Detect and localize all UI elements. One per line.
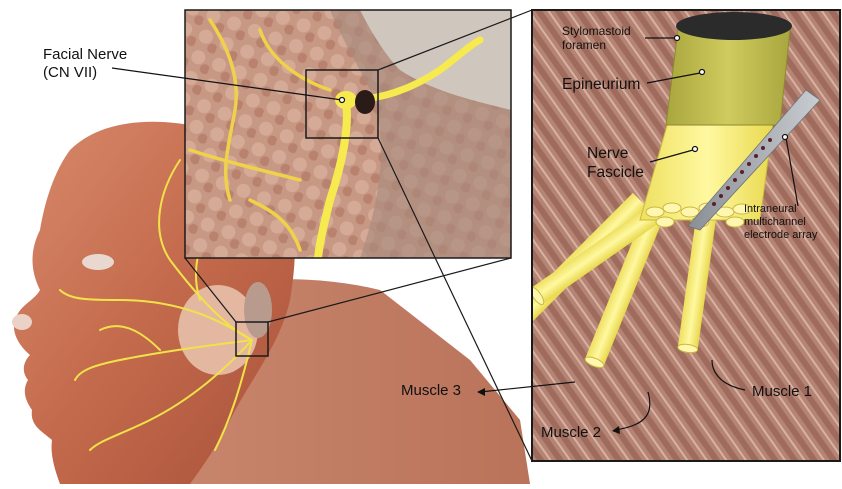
dot-epineurium <box>700 70 705 75</box>
facial-nerve-label-line2: (CN VII) <box>43 64 127 82</box>
inset-zoom-panel <box>185 10 511 258</box>
stylomastoid-label-line1: Stylomastoid <box>562 24 631 38</box>
facial-nerve-label-line1: Facial Nerve <box>43 46 127 64</box>
muscle3-label-text: Muscle 3 <box>401 382 461 399</box>
muscle1-label-text: Muscle 1 <box>752 383 812 400</box>
nerve-fascicle-label: Nerve Fascicle <box>587 144 644 182</box>
electrode-label-line2: multichannel <box>744 216 817 229</box>
nose-tip <box>12 314 32 330</box>
muscle1-label: Muscle 1 <box>752 383 812 401</box>
foramen-cap <box>676 12 792 40</box>
muscle2-label-text: Muscle 2 <box>541 424 601 441</box>
stylomastoid-label: Stylomastoid foramen <box>562 24 631 52</box>
dot-fascicle <box>693 147 698 152</box>
epineurium-label: Epineurium <box>562 75 640 94</box>
dot-facial-nerve <box>340 98 345 103</box>
facial-nerve-label: Facial Nerve (CN VII) <box>43 46 127 82</box>
stylomastoid-opening <box>355 90 375 114</box>
electrode-array-label: Intraneural multichannel electrode array <box>744 203 817 242</box>
stylomastoid-label-line2: foramen <box>562 38 631 52</box>
muscle2-label: Muscle 2 <box>541 424 601 442</box>
electrode-label-line3: electrode array <box>744 229 817 242</box>
dot-electrode <box>783 135 788 140</box>
epineurium-shape <box>666 30 790 125</box>
nerve-fascicle-label-line1: Nerve <box>587 144 644 163</box>
muscle3-label: Muscle 3 <box>401 382 461 400</box>
electrode-label-line1: Intraneural <box>744 203 817 216</box>
eye-shape <box>82 254 114 270</box>
dot-stylomastoid <box>675 36 680 41</box>
epineurium-label-text: Epineurium <box>562 76 640 93</box>
nerve-fascicle-label-line2: Fascicle <box>587 163 644 182</box>
